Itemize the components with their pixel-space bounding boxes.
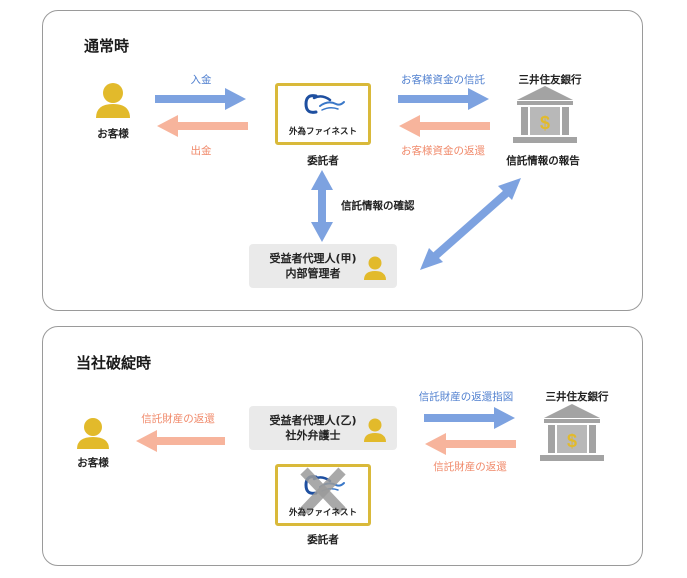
person-icon bbox=[364, 256, 386, 280]
normal-title: 通常時 bbox=[84, 37, 130, 55]
trust-return-arrow bbox=[399, 115, 490, 137]
bank-icon: $ bbox=[540, 404, 604, 461]
trust-out-label: お客様資金の信託 bbox=[401, 74, 485, 86]
instruction-arrow bbox=[424, 407, 515, 429]
beneficiary-agent-a-box: 受益者代理人(甲) 内部管理者 bbox=[249, 244, 397, 288]
company-role-bankrupt: 委託者 bbox=[307, 534, 339, 546]
person-icon bbox=[77, 418, 109, 449]
bank-return-label: 信託財産の返還 bbox=[433, 461, 507, 473]
dollar-icon: $ bbox=[567, 431, 577, 451]
bank-name-bankrupt: 三井住友銀行 bbox=[545, 391, 609, 403]
withdraw-label: 出金 bbox=[190, 145, 212, 157]
agent-b-line2: 社外弁護士 bbox=[285, 429, 341, 442]
customer-label-bankrupt: お客様 bbox=[77, 457, 109, 469]
company-role-normal: 委託者 bbox=[307, 155, 339, 167]
bankruptcy-title: 当社破綻時 bbox=[76, 354, 152, 372]
person-icon bbox=[364, 418, 386, 442]
return-to-customer-label: 信託財産の返還 bbox=[141, 413, 215, 425]
person-icon bbox=[96, 83, 130, 118]
report-arrow bbox=[420, 178, 521, 270]
bank-return-arrow bbox=[425, 433, 516, 455]
trust-out-arrow bbox=[398, 88, 489, 110]
agent-a-line2: 内部管理者 bbox=[285, 267, 341, 280]
confirm-label: 信託情報の確認 bbox=[341, 200, 415, 212]
customer-label-normal: お客様 bbox=[97, 128, 129, 140]
company-logo-box-normal: 外為ファイネスト bbox=[275, 83, 371, 145]
bank-icon: $ bbox=[513, 86, 577, 143]
agent-a-line1: 受益者代理人(甲) bbox=[269, 252, 357, 265]
bank-report-label: 信託情報の報告 bbox=[506, 155, 580, 167]
company-logo-box-bankrupt: 外為ファイネスト bbox=[275, 464, 371, 526]
trust-return-label: お客様資金の返還 bbox=[401, 145, 485, 157]
return-to-customer-arrow bbox=[136, 430, 225, 452]
cross-icon bbox=[300, 467, 346, 515]
deposit-label: 入金 bbox=[190, 74, 212, 86]
company-logo-text-bankrupt: 外為ファイネスト bbox=[288, 508, 357, 518]
agent-b-line1: 受益者代理人(乙) bbox=[269, 414, 357, 427]
confirm-arrow bbox=[311, 170, 333, 242]
company-logo-icon bbox=[304, 94, 345, 114]
beneficiary-agent-b-box: 受益者代理人(乙) 社外弁護士 bbox=[249, 406, 397, 450]
instruction-label: 信託財産の返還指図 bbox=[418, 391, 514, 403]
deposit-arrow bbox=[155, 88, 246, 110]
withdraw-arrow bbox=[157, 115, 248, 137]
bank-name-normal: 三井住友銀行 bbox=[518, 74, 582, 86]
company-logo-text-normal: 外為ファイネスト bbox=[288, 127, 357, 137]
dollar-icon: $ bbox=[540, 113, 550, 133]
